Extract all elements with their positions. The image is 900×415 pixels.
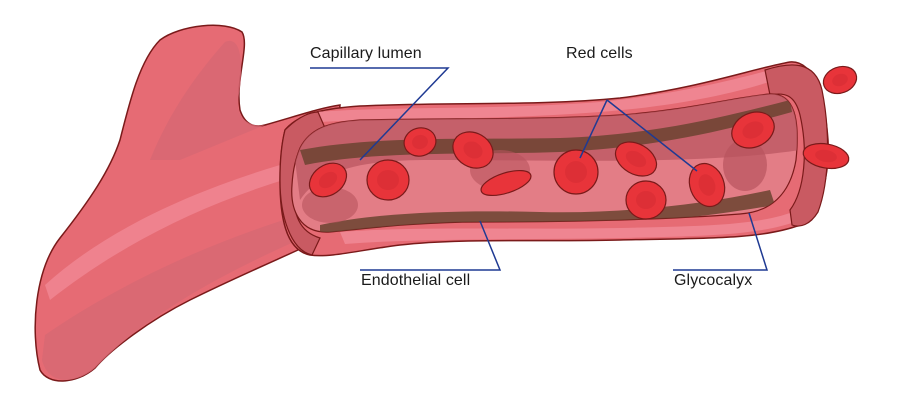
label-glycocalyx: Glycocalyx <box>674 272 753 289</box>
red-cell <box>614 141 658 177</box>
red-cell <box>802 142 850 170</box>
red-cell <box>366 159 410 201</box>
tube-top-highlight <box>315 70 775 122</box>
leader-red-cells-right <box>606 99 698 172</box>
red-cell <box>480 169 532 197</box>
red-cell <box>688 162 726 208</box>
tube-cut-rim-right <box>764 64 829 227</box>
leader-endothelial-cell <box>360 220 502 271</box>
red-cell <box>452 131 494 169</box>
vessel-lower-shade <box>42 215 310 380</box>
red-cells <box>308 65 858 220</box>
red-cell <box>822 65 858 95</box>
label-red-cells: Red cells <box>566 45 633 62</box>
red-cell <box>403 127 437 157</box>
red-cell <box>731 111 775 149</box>
tube-bottom-highlight <box>340 210 800 244</box>
vessel-shade-band <box>150 40 265 160</box>
label-endothelial-cell: Endothelial cell <box>361 272 471 289</box>
red-cell <box>553 149 599 195</box>
leader-glycocalyx <box>673 212 769 271</box>
leader-red-cells-left <box>579 99 608 159</box>
vessel-body <box>34 24 341 382</box>
cell-shadow <box>302 187 358 223</box>
label-capillary-lumen: Capillary lumen <box>310 45 422 62</box>
leader-lines <box>310 67 769 271</box>
tube-cut-rim-left <box>279 111 326 256</box>
red-cell <box>308 162 348 198</box>
leader-capillary-lumen <box>310 67 450 161</box>
vessel-highlight-band <box>45 165 290 300</box>
cell-shadow <box>723 139 767 191</box>
red-cell <box>625 180 667 220</box>
